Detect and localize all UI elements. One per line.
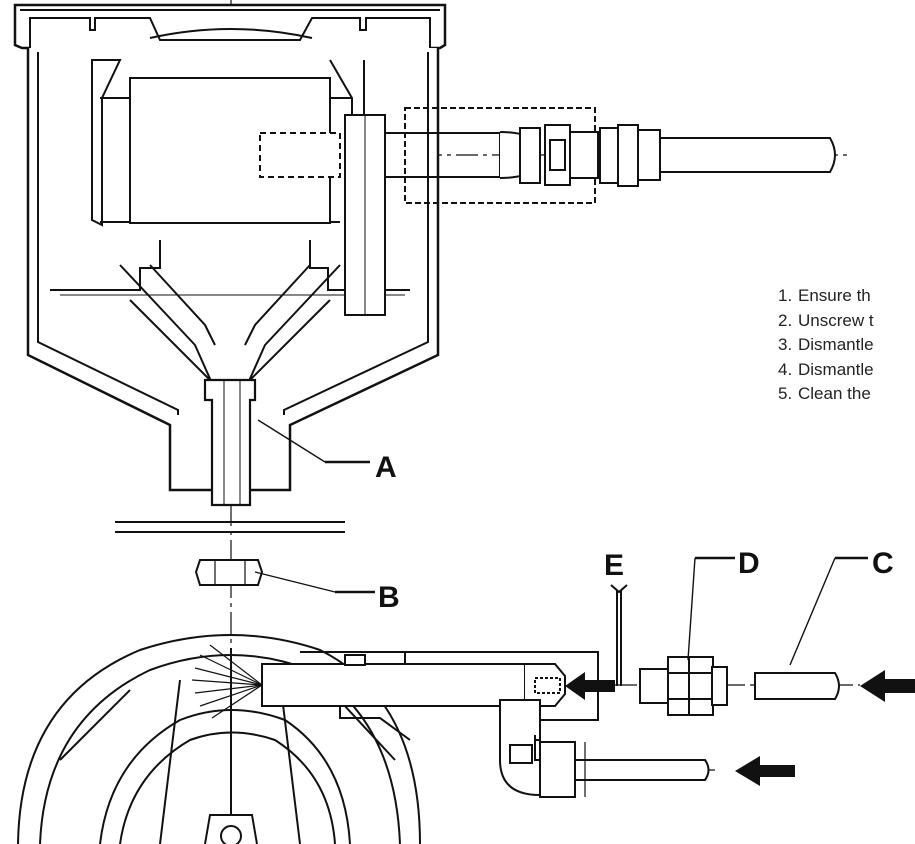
arrow-inlet-top [860,670,915,702]
callout-e: E [604,549,624,582]
step-item: 4.Dismantle [778,358,874,383]
step-number: 1. [778,286,793,305]
callout-b: B [378,581,400,614]
step-number: 5. [778,384,793,403]
tube-c [754,672,840,700]
wheel-assembly [17,634,421,844]
step-text: Dismantle [798,335,874,354]
leader-lines [254,419,868,666]
fitting-d [639,656,728,716]
step-text: Dismantle [798,359,874,379]
step-item: 3. Dismantle [778,333,874,358]
arrow-inlet-bottom [735,756,795,786]
tray-plate [115,521,345,533]
instruction-steps: 1.Ensure th 2.Unscrew t 3.Dismantle 4.Di… [778,284,874,407]
step-text: Unscrew t [798,310,874,330]
hopper [13,3,447,507]
step-number: 4. [778,359,793,379]
upper-fitting [259,107,836,204]
callout-a: A [375,451,397,484]
step-text: Ensure th [798,286,871,305]
step-number: 3. [778,335,793,354]
step-item: 1. Ensure th [778,284,874,309]
step-item: 5. Clean the [778,382,874,407]
step-number: 2. [778,310,793,330]
nut-b [194,559,264,586]
callout-c: C [872,547,894,580]
callout-d: D [738,547,760,580]
step-item: 2.Unscrew t [778,309,874,334]
arrow-nozzle [565,672,615,700]
nozzle-block [261,651,710,798]
step-text: Clean the [798,384,871,403]
marker-e [610,584,628,686]
flow-arrows [565,670,915,786]
